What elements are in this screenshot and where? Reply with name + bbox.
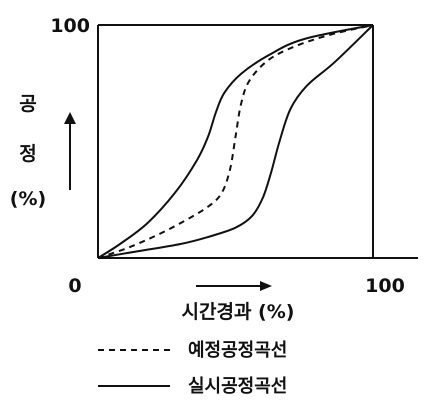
y-axis-arrowhead [64, 112, 76, 124]
y-tick-label: 100 [50, 15, 90, 37]
x-axis-label: 시간경과 (%) [182, 301, 295, 323]
legend-label: 예정공정곡선 [188, 340, 287, 361]
actual-curve-upper [97, 24, 374, 259]
x-tick-label: 0 [68, 275, 81, 297]
x-tick-label: 100 [365, 275, 405, 297]
actual-curve-lower [97, 24, 374, 259]
series-group [97, 24, 374, 259]
y-axis-label-part: 정 [19, 143, 36, 165]
legend-label: 실시공정곡선 [188, 376, 287, 397]
planned-curve [97, 24, 374, 259]
x-axis-arrowhead [260, 281, 272, 291]
plot-area [97, 24, 418, 259]
y-axis-label-part: 공 [19, 93, 36, 115]
axis-labels: 100 0 100 공정 (%) 시간경과 (%) [10, 15, 405, 323]
y-axis-label-part: (%) [10, 188, 46, 210]
